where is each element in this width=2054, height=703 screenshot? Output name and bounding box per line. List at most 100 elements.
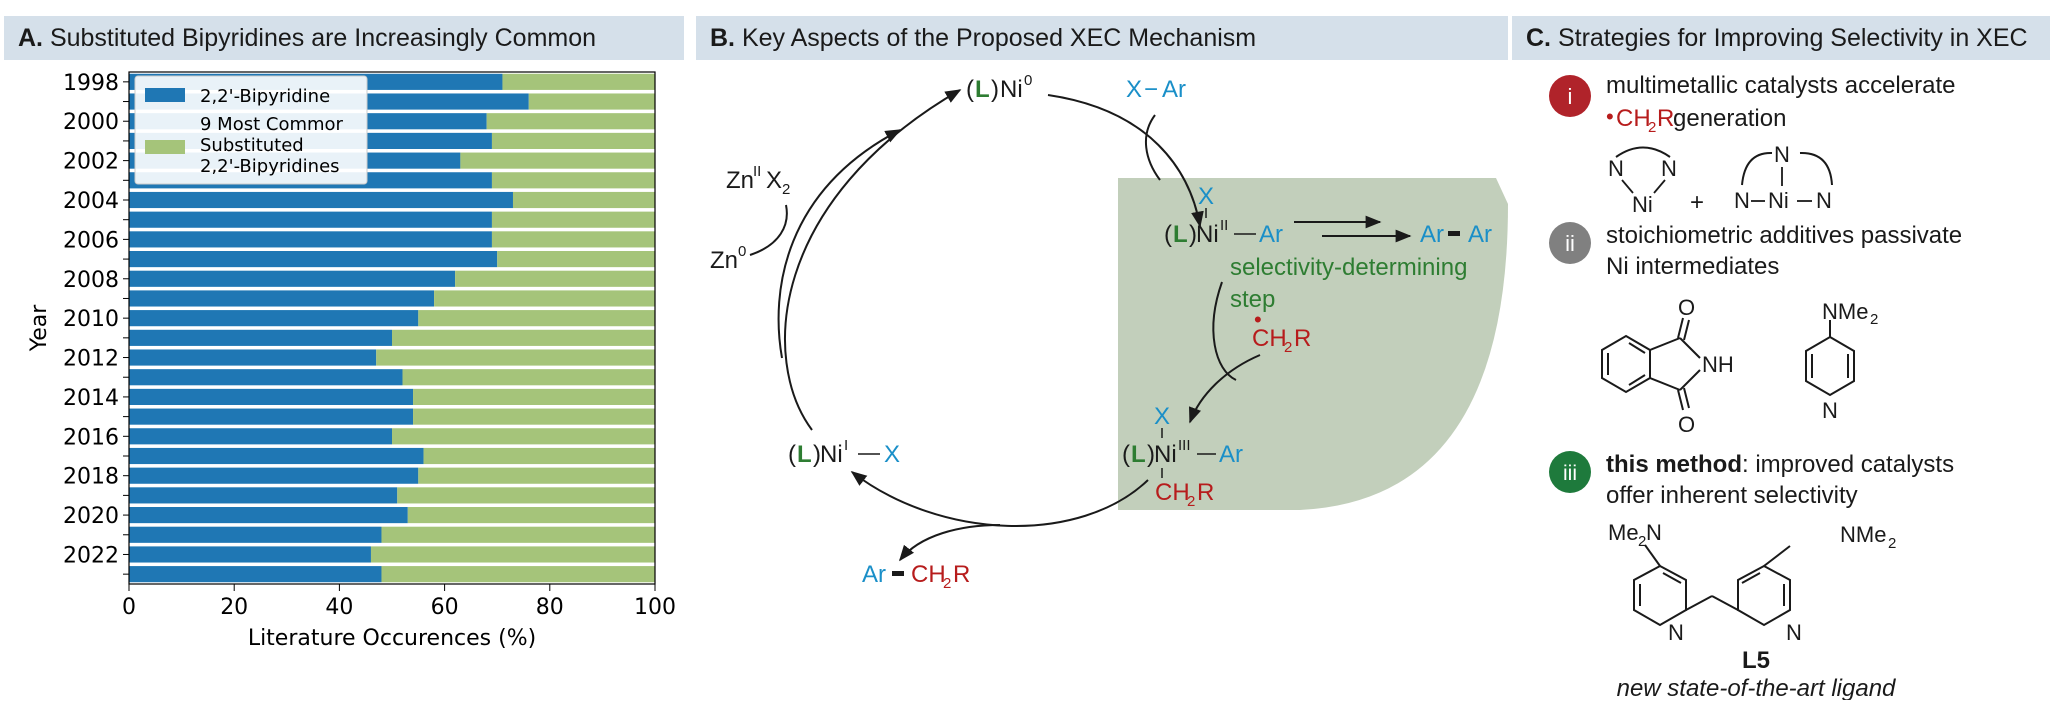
legend-swatch-substituted bbox=[145, 140, 185, 154]
pincer-ni-structure: N N Ni N bbox=[1734, 142, 1833, 213]
bar-2001-series-1 bbox=[491, 132, 655, 149]
bar-2022-series-1 bbox=[370, 546, 655, 563]
zn0-oxidation: 0 bbox=[738, 243, 746, 260]
ni1-halide: X bbox=[884, 441, 900, 468]
x-tick-label-0: 0 bbox=[122, 595, 136, 620]
zinc-metal: Zn 0 bbox=[710, 243, 746, 274]
cycle-arrow-aryl-halide bbox=[1144, 114, 1161, 181]
chart-x-axis-label: Literature Occurences (%) bbox=[248, 626, 536, 651]
cycle-arrow-radical-upper bbox=[1212, 281, 1237, 381]
halide-label: X bbox=[1126, 76, 1142, 103]
y-tick-label-2012: 2012 bbox=[63, 347, 119, 372]
legend-label-substituted-3: 2,2'-Bipyridines bbox=[200, 156, 340, 177]
y-tick-label-2018: 2018 bbox=[63, 465, 119, 490]
strategy-i-rest: generation bbox=[1673, 105, 1786, 132]
halide-x: X bbox=[766, 167, 782, 194]
ni3-alkyl-r: R bbox=[1197, 479, 1214, 506]
homo-aryl-1: Ar bbox=[1420, 221, 1444, 248]
paren-open: ( bbox=[1164, 221, 1172, 248]
aryl-label: Ar bbox=[1162, 76, 1186, 103]
cycle-arrow-reduction bbox=[783, 89, 962, 431]
strategy-iii-bold: this method bbox=[1606, 451, 1742, 478]
ligand-label: L bbox=[1173, 221, 1188, 248]
atom-nme: NMe bbox=[1840, 522, 1886, 547]
atom-nh: NH bbox=[1702, 352, 1734, 377]
bar-2002-series-1 bbox=[460, 152, 655, 169]
product-aryl: Ar bbox=[862, 561, 886, 588]
bar-2010-series-0 bbox=[129, 310, 419, 327]
homo-aryl-2: Ar bbox=[1468, 221, 1492, 248]
atom-ni: Ni bbox=[1632, 192, 1653, 217]
ni3-alkyl-ch: CH bbox=[1155, 479, 1190, 506]
strategy-i-r: R bbox=[1657, 105, 1674, 132]
cycle-arrow-reduction-inner bbox=[777, 129, 902, 359]
paren-close: ) bbox=[1189, 221, 1197, 248]
bar-2023-series-0 bbox=[129, 566, 382, 583]
zn-label: Zn bbox=[726, 167, 754, 194]
bar-2019-series-1 bbox=[397, 487, 655, 504]
y-tick-label-2006: 2006 bbox=[63, 228, 119, 253]
paren-close: ) bbox=[1147, 441, 1155, 468]
legend-label-substituted-1: 9 Most Commor bbox=[200, 114, 344, 135]
atom-n: N bbox=[1661, 156, 1677, 181]
atom-o: O bbox=[1678, 295, 1695, 320]
panel-b-title: Key Aspects of the Proposed XEC Mechanis… bbox=[741, 24, 1257, 52]
oxidation-state-2: II bbox=[1220, 217, 1228, 234]
panel-b-letter: B. bbox=[710, 24, 735, 52]
y-tick-label-2010: 2010 bbox=[63, 307, 119, 332]
atom-n: N bbox=[1608, 156, 1624, 181]
legend-label-substituted-2: Substituted bbox=[200, 135, 304, 156]
product-sub2: 2 bbox=[943, 575, 951, 592]
panel-b-header: B. Key Aspects of the Proposed XEC Mecha… bbox=[696, 16, 1508, 60]
l5-ligand-structure bbox=[1633, 544, 1791, 627]
bar-2007-series-1 bbox=[497, 251, 655, 268]
cycle-arrow-reductive-elimination bbox=[850, 471, 1149, 527]
bar-2011-series-1 bbox=[392, 329, 655, 346]
bar-2017-series-1 bbox=[423, 447, 655, 465]
bar-2011-series-0 bbox=[129, 329, 392, 346]
strategy-i-dot: • bbox=[1606, 104, 1614, 129]
paren-open: ( bbox=[788, 441, 796, 468]
bar-2016-series-1 bbox=[392, 428, 655, 445]
ligand-label: L bbox=[797, 441, 812, 468]
dmap-structure bbox=[1805, 320, 1855, 397]
atom-nme: NMe bbox=[1822, 299, 1868, 324]
strategy-iii-line1-rest: : improved catalysts bbox=[1742, 451, 1954, 478]
panel-a-header: A. Substituted Bipyridines are Increasin… bbox=[4, 16, 684, 60]
product-ch: CH bbox=[911, 561, 946, 588]
strategy-i-sub2: 2 bbox=[1648, 119, 1656, 136]
ni2-species: X ( L ) Ni II Ar bbox=[1164, 183, 1283, 248]
bar-2014-series-1 bbox=[413, 388, 655, 405]
legend-swatch-bipyridine bbox=[145, 88, 185, 102]
ni1-species: ( L ) Ni I X bbox=[788, 437, 900, 468]
ni3-species: X ( L ) Ni III Ar CH 2 R bbox=[1122, 403, 1243, 510]
bar-2022-series-0 bbox=[129, 546, 371, 563]
y-tick-label-2014: 2014 bbox=[63, 386, 119, 411]
radical-dot: • bbox=[1254, 307, 1262, 332]
ni2-aryl: Ar bbox=[1259, 221, 1283, 248]
selectivity-label-2: step bbox=[1230, 286, 1275, 313]
strategy-iii-badge-label: iii bbox=[1563, 462, 1577, 485]
cycle-arrow-oxidative-addition bbox=[1047, 94, 1204, 228]
atom-sub2: 2 bbox=[1888, 535, 1896, 552]
paren-close: ) bbox=[991, 76, 999, 103]
bar-2013-series-1 bbox=[402, 369, 655, 386]
y-tick-label-2002: 2002 bbox=[63, 150, 119, 175]
bar-2005-series-0 bbox=[129, 211, 492, 228]
ni3-aryl: Ar bbox=[1219, 441, 1243, 468]
x-tick-label-60: 60 bbox=[431, 595, 459, 620]
bar-2003-series-1 bbox=[491, 172, 655, 189]
zinc-arrow bbox=[749, 204, 788, 256]
dash-label: − bbox=[1144, 76, 1158, 103]
y-tick-label-2008: 2008 bbox=[63, 268, 119, 293]
y-tick-label-2004: 2004 bbox=[63, 189, 119, 214]
ligand-label: L bbox=[1131, 441, 1146, 468]
chart-y-ticks: 1998200020022004200620082010201220142016… bbox=[63, 71, 129, 575]
strategy-ii-line2: Ni intermediates bbox=[1606, 253, 1779, 280]
zn0-label: Zn bbox=[710, 247, 738, 274]
atom-n: N bbox=[1774, 142, 1790, 167]
bar-2000-series-1 bbox=[486, 113, 655, 130]
nickel-label: Ni bbox=[1196, 221, 1219, 248]
paren-open: ( bbox=[1122, 441, 1130, 468]
radical-r: R bbox=[1294, 325, 1311, 352]
